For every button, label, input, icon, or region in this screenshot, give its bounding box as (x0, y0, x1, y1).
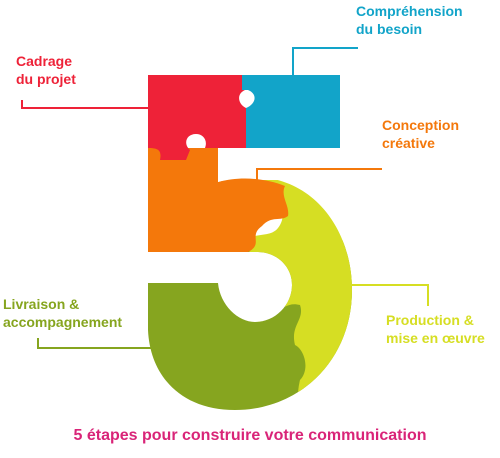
step-label-line: Cadrage (16, 53, 73, 69)
step-label-line: du besoin (356, 21, 423, 37)
step-label-line: Production & (386, 312, 474, 328)
leader-line-cadrage (21, 100, 152, 109)
step-label-line: Compréhension (356, 3, 463, 19)
step-label-livraison: Livraison & accompagnement (3, 295, 122, 331)
leader-line-livraison (37, 338, 185, 349)
puzzle-piece-livraison (148, 240, 352, 410)
step-label-line: du projet (16, 71, 76, 87)
diagram-caption: 5 étapes pour construire votre communica… (73, 427, 427, 444)
step-label-comprehension: Compréhension du besoin (356, 2, 463, 38)
step-label-line: créative (382, 135, 435, 151)
puzzle-piece-conception (148, 148, 289, 252)
leader-line-conception (256, 168, 382, 180)
leader-line-production (350, 284, 429, 306)
puzzle-piece-production (248, 180, 352, 410)
step-label-conception: Conception créative (382, 116, 459, 152)
leader-line-comprehension (292, 47, 358, 80)
puzzle-piece-cadrage (148, 75, 246, 160)
step-label-line: Livraison & (3, 296, 80, 312)
step-label-cadrage: Cadrage du projet (16, 52, 76, 88)
step-label-line: accompagnement (3, 314, 123, 330)
puzzle-piece-comprehension (242, 75, 340, 148)
step-label-line: Conception (382, 117, 459, 133)
step-label-line: mise en œuvre (386, 330, 485, 346)
step-label-production: Production & mise en œuvre (386, 311, 485, 347)
